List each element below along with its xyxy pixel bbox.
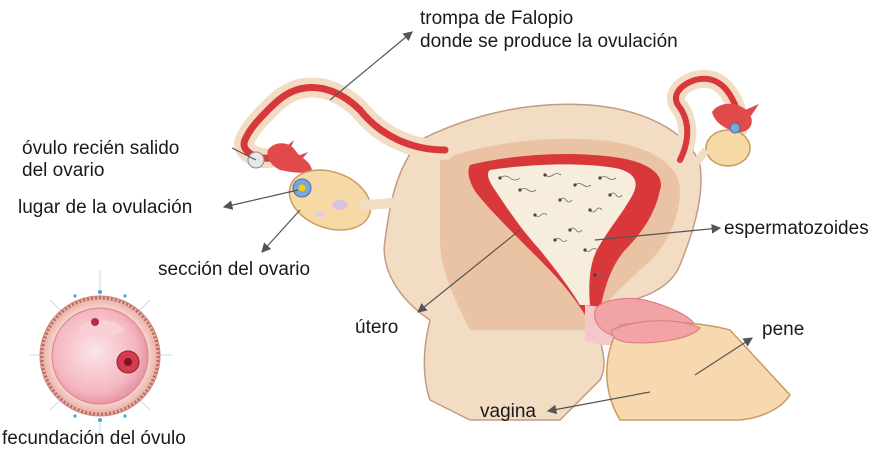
label-vagina: vagina [480,401,536,422]
right-ovary [706,130,750,166]
label-sperm: espermatozoides [724,218,869,239]
fertilized-ovum [30,270,172,442]
label-fertilization: fecundación del óvulo [2,428,186,449]
label-ovum-line2: del ovario [22,160,104,181]
label-ovary-section: sección del ovario [158,259,310,280]
label-fallopian-line1: trompa de Falopio [420,8,573,29]
left-fimbriae [267,140,312,173]
label-penis: pene [762,319,804,340]
label-fallopian-line2: donde se produce la ovulación [420,31,678,52]
label-ovum-line1: óvulo recién salido [22,138,179,159]
label-ovulation-site: lugar de la ovulación [18,197,192,218]
label-uterus: útero [355,317,398,338]
